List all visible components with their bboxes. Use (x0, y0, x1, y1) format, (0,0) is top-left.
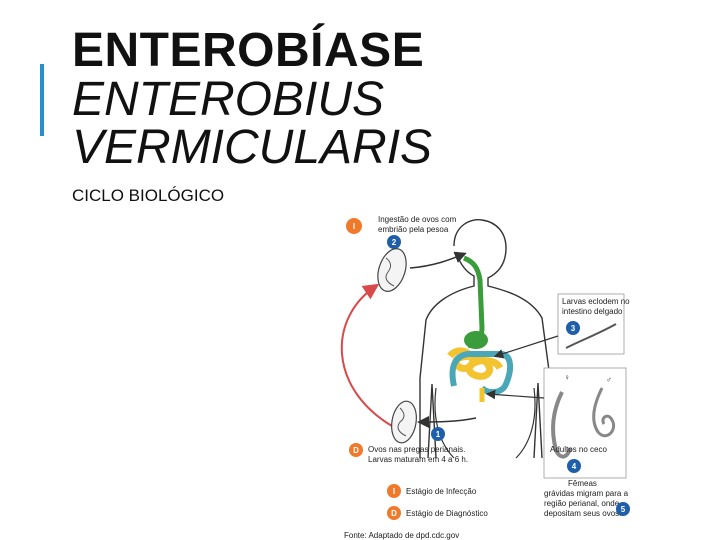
subtitle-line-2: VERMICULARIS (72, 121, 433, 174)
arrow-perianal (417, 415, 477, 428)
adults-box: ♀ ♂ Adultos no ceco 4 (543, 367, 627, 479)
section-heading: CICLO BIOLÓGICO (72, 186, 225, 205)
slide-subtitle: ENTEROBIUS VERMICULARIS (72, 76, 432, 172)
legend-infection-label: Estágio de Infecção (406, 487, 477, 496)
female-symbol: ♀ (564, 373, 570, 382)
cycle-arrow (340, 283, 393, 427)
svg-text:D: D (391, 509, 397, 518)
male-symbol: ♂ (606, 375, 612, 384)
life-cycle-figure: I Ingestão de ovos com embrião pela peso… (336, 208, 636, 540)
female-worm-icon (551, 391, 572, 459)
svg-text:2: 2 (392, 238, 397, 247)
egg-embryonated-icon (377, 248, 407, 292)
step-larvae-line2: intestino delgado (562, 307, 623, 316)
step-1-badge: 1 (431, 427, 445, 441)
legend-diagnostic: D Estágio de Diagnóstico (387, 506, 488, 520)
step-adults-label: Adultos no ceco (550, 445, 607, 454)
step-5-line3: região perianal, onde (544, 499, 620, 508)
step-5-line2: grávidas migram para a (544, 489, 629, 498)
svg-text:1: 1 (436, 430, 441, 439)
arrow-larvae (493, 335, 559, 359)
svg-text:4: 4 (572, 462, 577, 471)
diagnostic-badge-mid: D (349, 443, 363, 457)
step-4-badge (567, 459, 581, 473)
male-worm-icon (592, 387, 615, 438)
stomach (464, 331, 488, 349)
step-ingestion-line2: embrião pela pesoa (378, 225, 449, 234)
human-body-icon (419, 219, 551, 459)
svg-text:I: I (353, 222, 355, 231)
small-intestine (447, 347, 504, 380)
egg-perianal-icon (391, 400, 417, 444)
arrow-adults (485, 389, 545, 400)
step-2-badge: 2 (387, 235, 401, 249)
step-1-line1: Ovos nas pregas perianais. (368, 445, 465, 454)
life-cycle-diagram: I Ingestão de ovos com embrião pela peso… (340, 215, 630, 540)
arrow-ingestion (409, 251, 467, 269)
svg-text:D: D (353, 446, 359, 455)
legend-diagnostic-label: Estágio de Diagnóstico (406, 509, 488, 518)
svg-text:3: 3 (571, 324, 576, 333)
subtitle-line-1: ENTEROBIUS (72, 73, 385, 126)
larvae-box: Larvas eclodem no intestino delgado 3 (557, 293, 630, 355)
step-5-line1: Fêmeas (568, 479, 597, 488)
step-5-badge: 5 (616, 502, 630, 516)
step-ingestion-line1: Ingestão de ovos com (378, 215, 457, 224)
svg-text:5: 5 (621, 505, 626, 514)
legend-infection: I Estágio de Infecção (387, 484, 477, 498)
infection-badge-top: I (346, 218, 362, 234)
step-5-line4: depositam seus ovos. (544, 509, 621, 518)
svg-text:I: I (393, 487, 395, 496)
slide-title: ENTEROBÍASE (72, 24, 425, 77)
step-larvae-line1: Larvas eclodem no (562, 297, 630, 306)
source-caption: Fonte: Adaptado de dpd.cdc.gov (344, 531, 459, 540)
accent-bar (40, 64, 44, 136)
step-3-badge (566, 321, 580, 335)
larva-worm-icon (565, 323, 617, 349)
step-1-line2: Larvas maturam em 4 a 6 h. (368, 455, 468, 464)
